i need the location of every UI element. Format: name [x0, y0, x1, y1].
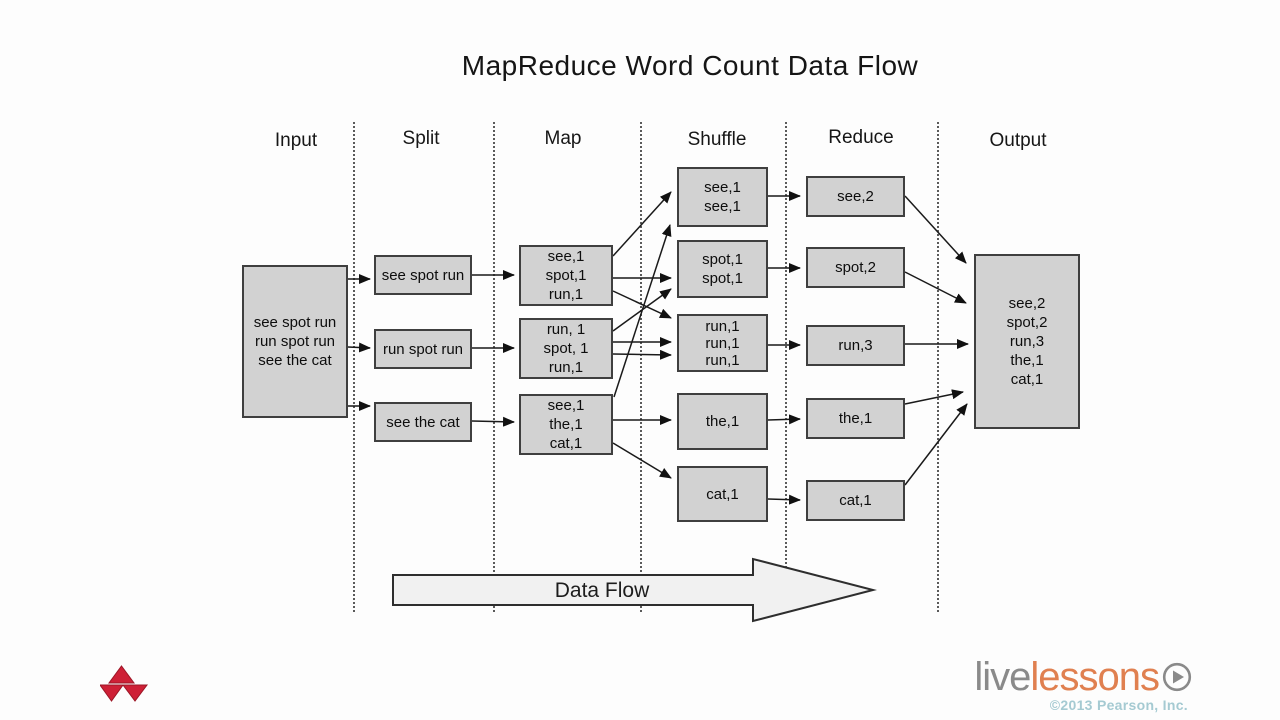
edge-reduce-cat-to-output: [904, 403, 968, 486]
split-box-1: see spot run: [374, 255, 472, 295]
shuffle-box-cat: cat,1: [677, 466, 768, 522]
copyright-text: ©2013 Pearson, Inc.: [1049, 697, 1188, 713]
edge-map-3-to-shuffle-cat: [612, 442, 672, 479]
edge-input-to-split-2: [347, 342, 371, 353]
column-header-output: Output: [989, 130, 1047, 151]
split-box-2: run spot run: [374, 329, 472, 369]
column-divider: [640, 122, 642, 612]
column-divider: [353, 122, 355, 612]
split-box-3: see the cat: [374, 402, 472, 442]
column-divider: [785, 122, 787, 612]
output-box: see,2 spot,2 run,3 the,1 cat,1: [974, 254, 1080, 429]
edge-reduce-the-to-output: [904, 389, 964, 405]
shuffle-box-run: run,1 run,1 run,1: [677, 314, 768, 372]
map-box-1: see,1 spot,1 run,1: [519, 245, 613, 306]
column-divider: [493, 122, 495, 612]
map-box-3: see,1 the,1 cat,1: [519, 394, 613, 455]
map-box-2: run, 1 spot, 1 run,1: [519, 318, 613, 379]
reduce-box-cat: cat,1: [806, 480, 905, 521]
column-divider: [937, 122, 939, 612]
column-header-input: Input: [274, 130, 318, 151]
column-header-reduce: Reduce: [828, 127, 894, 148]
pearson-triangles-logo: [100, 665, 148, 702]
reduce-box-see: see,2: [806, 176, 905, 217]
edge-map-2-to-shuffle-run2: [612, 349, 672, 360]
reduce-box-spot: spot,2: [806, 247, 905, 288]
edge-shuffle-the-to-reduce-the: [767, 414, 801, 425]
reduce-box-the: the,1: [806, 398, 905, 439]
brand-live-text: live: [974, 655, 1031, 699]
column-header-split: Split: [402, 128, 440, 149]
edge-shuffle-cat-to-reduce-cat: [767, 494, 801, 505]
input-box: see spot run run spot run see the cat: [242, 265, 348, 418]
edge-map-1-to-shuffle-see: [612, 191, 672, 257]
shuffle-box-the: the,1: [677, 393, 768, 450]
shuffle-box-see: see,1 see,1: [677, 167, 768, 227]
edge-reduce-spot-to-output: [904, 271, 967, 304]
edge-split-3-to-map-3: [471, 416, 515, 427]
brand-lessons-text: lessons: [1030, 655, 1160, 699]
shuffle-box-spot: spot,1 spot,1: [677, 240, 768, 298]
slide-title: MapReduce Word Count Data Flow: [461, 50, 919, 81]
reduce-box-run: run,3: [806, 325, 905, 366]
data-flow-label: Data Flow: [555, 579, 650, 602]
edge-map-3-to-shuffle-see: [613, 224, 672, 398]
edge-reduce-see-to-output: [904, 195, 967, 264]
data-flow-arrow: [392, 557, 877, 623]
column-header-map: Map: [544, 128, 582, 149]
edge-map-1-to-shuffle-run: [612, 290, 672, 319]
play-icon: [1162, 662, 1192, 692]
column-header-shuffle: Shuffle: [687, 129, 747, 150]
